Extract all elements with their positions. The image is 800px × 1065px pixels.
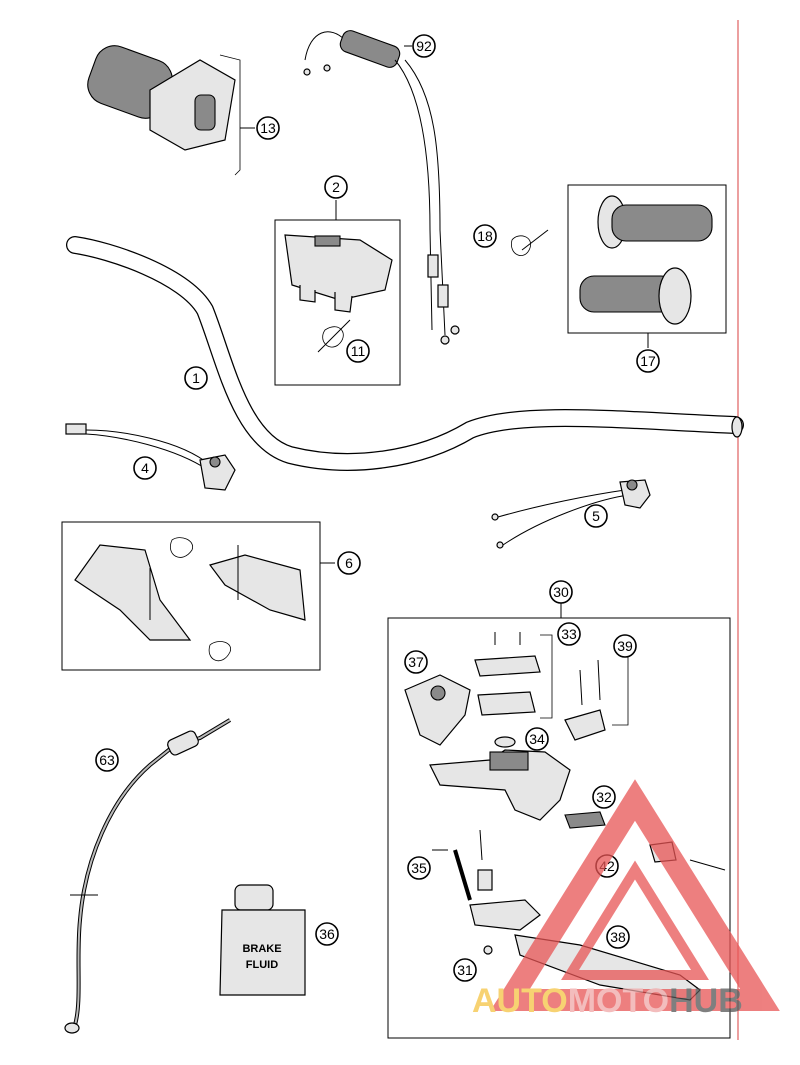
svg-text:38: 38 bbox=[610, 929, 626, 945]
svg-text:34: 34 bbox=[529, 731, 545, 747]
callout-63: 63 bbox=[95, 748, 119, 772]
left-switch-part bbox=[65, 423, 236, 491]
switch-part bbox=[274, 200, 401, 386]
handlebar-part bbox=[66, 236, 744, 471]
svg-text:17: 17 bbox=[640, 353, 656, 369]
callout-17: 17 bbox=[636, 349, 660, 373]
watermark-triangle-icon bbox=[490, 779, 780, 1011]
callout-37: 37 bbox=[404, 650, 428, 674]
callout-32: 32 bbox=[592, 785, 616, 809]
svg-text:33: 33 bbox=[561, 626, 577, 642]
callout-1: 1 bbox=[184, 366, 208, 390]
callout-18: 18 bbox=[473, 224, 497, 248]
callout-11: 11 bbox=[346, 339, 370, 363]
svg-text:1: 1 bbox=[192, 370, 200, 386]
callout-30: 30 bbox=[549, 580, 573, 604]
callout-35: 35 bbox=[407, 856, 431, 880]
callout-33: 33 bbox=[557, 622, 581, 646]
svg-text:4: 4 bbox=[141, 460, 149, 476]
callout-92: 92 bbox=[412, 34, 436, 58]
watermark-moto: MOTO bbox=[568, 982, 669, 1020]
svg-text:63: 63 bbox=[99, 752, 115, 768]
svg-text:AUTOMOTOHUB: AUTOMOTOHUB bbox=[472, 982, 743, 1020]
callout-5: 5 bbox=[584, 504, 608, 528]
callout-4: 4 bbox=[133, 456, 157, 480]
callout-36: 36 bbox=[315, 922, 339, 946]
bottle-label-line2: FLUID bbox=[246, 959, 278, 971]
svg-text:6: 6 bbox=[345, 555, 353, 571]
brake-line-part bbox=[64, 718, 232, 1034]
svg-text:39: 39 bbox=[617, 638, 633, 654]
throttle-cables-part bbox=[303, 30, 460, 345]
svg-text:35: 35 bbox=[411, 860, 427, 876]
hand-guards-part bbox=[61, 521, 335, 671]
svg-text:11: 11 bbox=[351, 343, 366, 359]
svg-text:37: 37 bbox=[408, 654, 424, 670]
svg-text:36: 36 bbox=[319, 926, 335, 942]
svg-text:18: 18 bbox=[477, 228, 493, 244]
throttle-grip-part bbox=[87, 45, 255, 176]
callout-34: 34 bbox=[525, 727, 549, 751]
watermark-hub: HUB bbox=[669, 982, 743, 1020]
right-switch-part bbox=[491, 479, 651, 549]
svg-text:5: 5 bbox=[592, 508, 600, 524]
callout-6: 6 bbox=[337, 551, 361, 575]
watermark-auto: AUTO bbox=[472, 982, 568, 1020]
callout-13: 13 bbox=[256, 116, 280, 140]
callout-31: 31 bbox=[453, 958, 477, 982]
svg-text:92: 92 bbox=[416, 38, 432, 54]
cable-tie-part bbox=[511, 229, 549, 256]
grips-part bbox=[567, 184, 727, 348]
svg-text:30: 30 bbox=[553, 584, 569, 600]
callout-39: 39 bbox=[613, 634, 637, 658]
callout-38: 38 bbox=[606, 925, 630, 949]
brake-fluid-bottle: BRAKE FLUID bbox=[219, 884, 306, 996]
svg-text:2: 2 bbox=[332, 179, 340, 195]
callout-2: 2 bbox=[324, 175, 348, 199]
svg-text:13: 13 bbox=[260, 120, 276, 136]
watermark: AUTOMOTOHUB bbox=[472, 779, 780, 1020]
svg-text:32: 32 bbox=[596, 789, 612, 805]
svg-text:31: 31 bbox=[457, 962, 473, 978]
bottle-label-line1: BRAKE bbox=[242, 943, 281, 955]
